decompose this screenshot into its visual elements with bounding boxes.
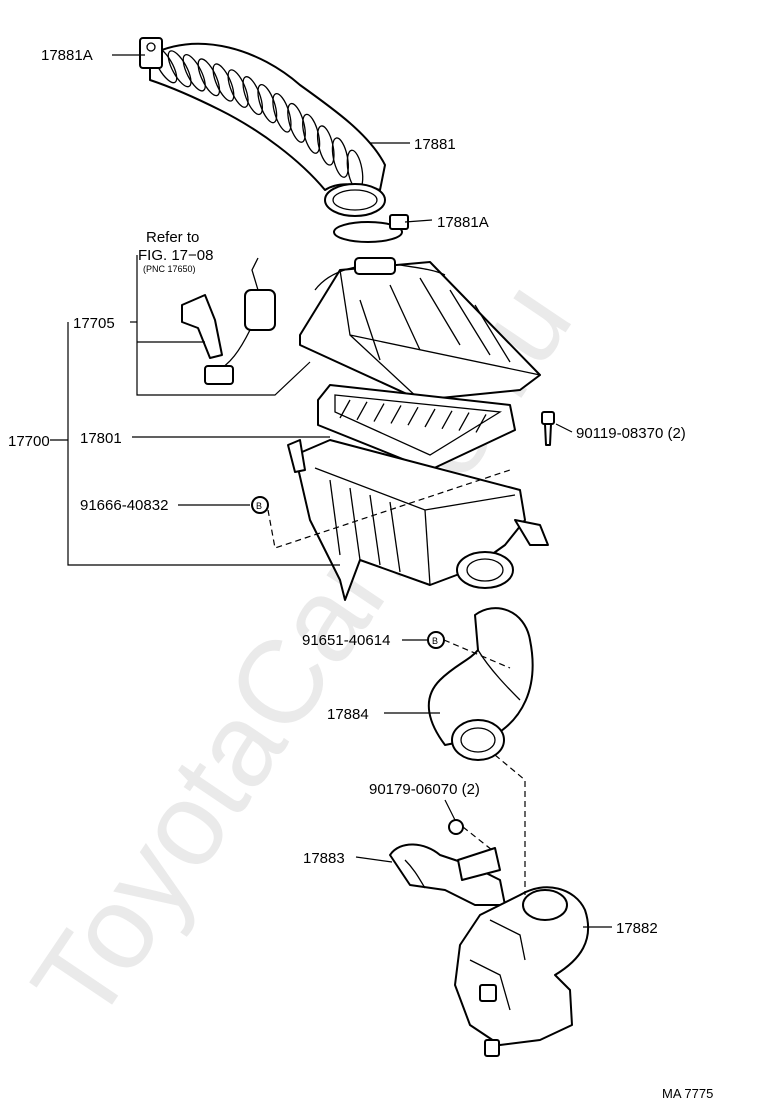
refer-line1: Refer to — [146, 229, 199, 246]
label-17881: 17881 — [414, 136, 456, 153]
hose-corrugation — [242, 76, 263, 116]
hose-clamp-top — [139, 37, 163, 69]
label-17705: 17705 — [73, 315, 115, 332]
hose-corrugation — [272, 92, 292, 133]
air-filter-element — [317, 384, 516, 471]
air-temp-sensor — [181, 257, 276, 385]
label-91666: 91666-40832 — [80, 497, 168, 514]
hose-corrugation — [227, 69, 249, 108]
label-91651: 91651-40614 — [302, 632, 390, 649]
label-17884: 17884 — [327, 706, 369, 723]
label-17883: 17883 — [303, 850, 345, 867]
bolt — [541, 411, 555, 446]
label-17881a-lower: 17881A — [437, 214, 489, 231]
dashed-guides — [267, 469, 526, 895]
label-90179: 90179-06070 (2) — [369, 781, 480, 798]
callout-b-upper: B — [251, 496, 269, 514]
label-17882: 17882 — [616, 920, 658, 937]
hose-corrugation — [167, 50, 192, 88]
refer-line3: (PNC 17650) — [143, 264, 196, 274]
hose-corrugation — [182, 54, 206, 92]
label-17700: 17700 — [8, 433, 50, 450]
air-cleaner-case — [287, 439, 549, 601]
figure-code: MA 7775 — [662, 1086, 713, 1101]
hose-corrugation — [212, 63, 235, 102]
callout-b-lower: B — [427, 631, 445, 649]
hose-corrugation — [197, 58, 221, 97]
hose-clamp-lower — [333, 214, 409, 243]
refer-line2: FIG. 17−08 — [138, 247, 213, 264]
label-90119: 90119-08370 (2) — [576, 425, 686, 442]
label-17801: 17801 — [80, 430, 122, 447]
leader-lines — [50, 54, 612, 928]
nut — [448, 819, 464, 835]
air-cleaner-cap — [299, 257, 541, 401]
hose-corrugation — [257, 83, 278, 124]
inlet-hose — [427, 607, 534, 761]
label-17881a-top: 17881A — [41, 47, 93, 64]
resonator — [454, 886, 590, 1057]
callout-b-lower-text: B — [432, 636, 438, 646]
upper-air-hose — [149, 42, 386, 217]
intake-duct — [389, 843, 506, 906]
callout-b-upper-text: B — [256, 501, 262, 511]
